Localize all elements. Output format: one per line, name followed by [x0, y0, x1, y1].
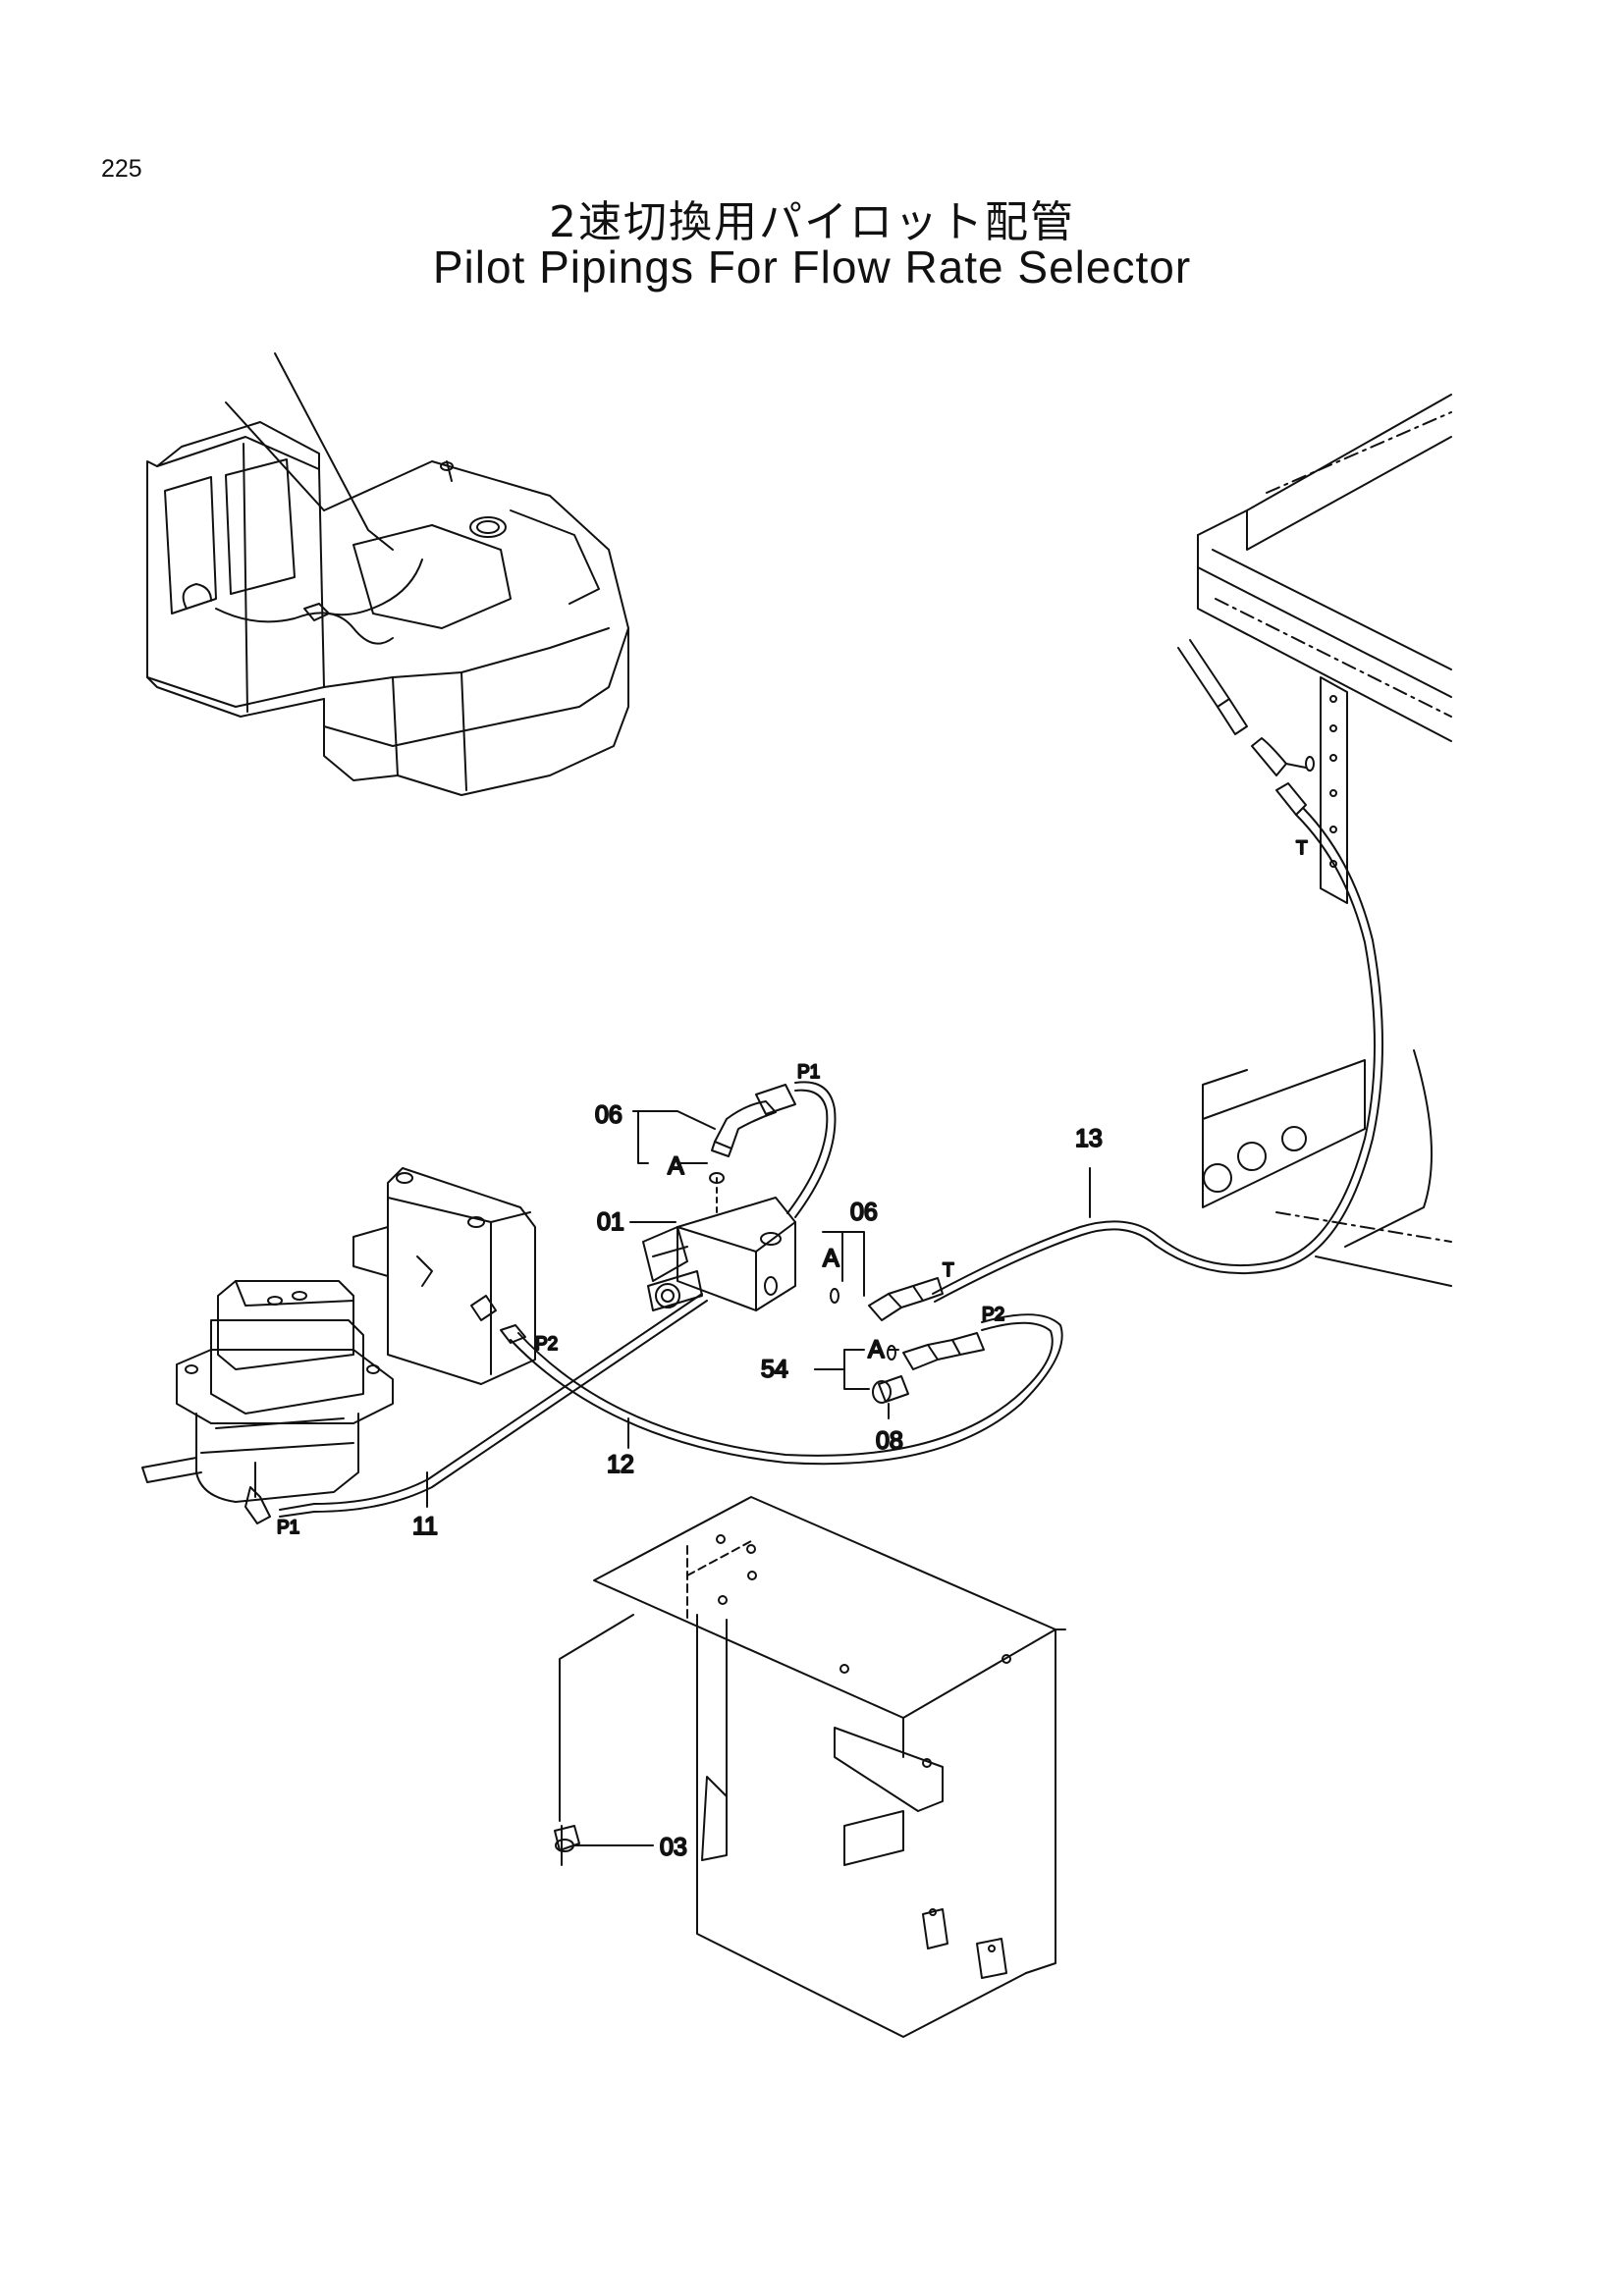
page-number: 225 — [101, 155, 142, 183]
callout-12: 12 — [607, 1451, 634, 1478]
bolt-03 — [554, 1614, 634, 1866]
callout-06-upper: 06 — [595, 1101, 623, 1129]
elbow-fitting-06-upper — [711, 1084, 796, 1157]
port-label-p2-right: P2 — [982, 1305, 1004, 1325]
plug-08 — [872, 1375, 909, 1404]
leader-lines — [426, 1110, 1091, 1846]
callout-13: 13 — [1075, 1125, 1103, 1152]
solenoid-valve-01 — [642, 1172, 796, 1311]
port-label-t-tank: T — [1296, 838, 1308, 859]
port-label-p1-top: P1 — [797, 1062, 820, 1083]
detail-marker-a-lower: A — [868, 1336, 885, 1363]
pilot-valve-housing-right — [352, 1167, 536, 1385]
callout-03: 03 — [660, 1834, 687, 1861]
excavator-overview-illustration — [146, 352, 629, 796]
detail-marker-a-upper: A — [668, 1152, 684, 1180]
port-label-p2-left: P2 — [535, 1334, 558, 1355]
pilot-valve-housing — [141, 1280, 394, 1524]
hose-p1-valve-line — [786, 1081, 837, 1218]
hose-12-p2-line — [510, 1313, 1063, 1466]
mounting-bracket — [593, 1496, 1066, 2038]
hose-13-tank-line — [932, 808, 1383, 1303]
page-title-english: Pilot Pipings For Flow Rate Selector — [432, 241, 1192, 293]
port-label-t-valve: T — [943, 1260, 954, 1281]
elbow-fitting-06-right — [830, 1277, 944, 1321]
callout-54: 54 — [761, 1356, 788, 1383]
tee-fitting-54 — [887, 1332, 985, 1370]
page-title-japanese: 2速切換用パイロット配管 — [549, 197, 1075, 247]
detail-marker-a-right: A — [823, 1245, 839, 1272]
callout-01: 01 — [597, 1208, 624, 1236]
callout-11: 11 — [412, 1513, 438, 1540]
callout-08: 08 — [876, 1427, 903, 1455]
frame-structure — [1177, 394, 1452, 1287]
callout-06-right: 06 — [850, 1199, 878, 1226]
port-label-p1-left: P1 — [277, 1518, 299, 1538]
